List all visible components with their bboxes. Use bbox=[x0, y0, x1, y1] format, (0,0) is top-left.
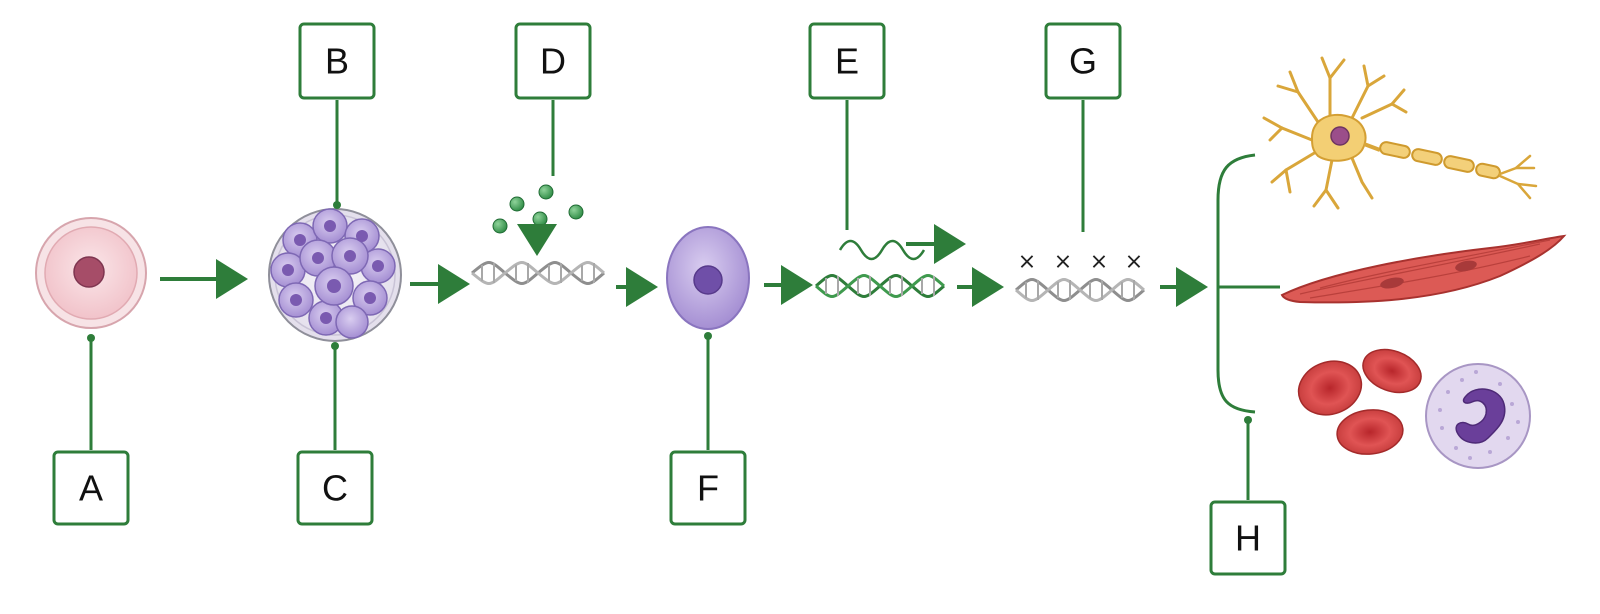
stem-cell-icon bbox=[666, 226, 750, 330]
red-blood-cell-icon bbox=[1297, 348, 1422, 455]
dna-icon bbox=[471, 261, 605, 285]
label-a[interactable]: A bbox=[52, 450, 130, 526]
silenced-marks: × × × × bbox=[1018, 250, 1143, 275]
neuron-icon bbox=[1262, 56, 1538, 210]
label-h-text: H bbox=[1235, 518, 1261, 559]
zygote-icon bbox=[35, 217, 147, 329]
label-a-text: A bbox=[79, 468, 103, 509]
rna-strand-icon bbox=[838, 239, 926, 261]
label-g[interactable]: G bbox=[1044, 22, 1122, 100]
label-h[interactable]: H bbox=[1209, 500, 1287, 576]
silence-mark-1: × bbox=[1018, 250, 1036, 275]
leader-dot-a bbox=[87, 334, 95, 342]
label-d-text: D bbox=[540, 41, 566, 82]
silence-mark-4: × bbox=[1125, 250, 1143, 275]
label-c-text: C bbox=[322, 468, 348, 509]
leader-dot-c bbox=[331, 342, 339, 350]
leader-dot-h bbox=[1244, 416, 1252, 424]
label-b[interactable]: B bbox=[298, 22, 376, 100]
silenced-dna-icon bbox=[1015, 278, 1145, 302]
label-c[interactable]: C bbox=[296, 450, 374, 526]
label-b-text: B bbox=[325, 41, 349, 82]
silence-mark-2: × bbox=[1054, 250, 1072, 275]
muscle-cell-icon bbox=[1280, 234, 1567, 304]
differentiation-bracket bbox=[1216, 153, 1280, 414]
active-dna-icon bbox=[815, 274, 945, 298]
label-f[interactable]: F bbox=[669, 450, 747, 526]
label-e[interactable]: E bbox=[808, 22, 886, 100]
molecule-spheres-icon bbox=[492, 184, 584, 234]
leader-dot-f bbox=[704, 332, 712, 340]
leader-dot-b bbox=[333, 201, 341, 209]
label-d[interactable]: D bbox=[514, 22, 592, 100]
label-f-text: F bbox=[697, 468, 719, 509]
white-blood-cell-icon bbox=[1425, 363, 1531, 469]
blastocyst-icon bbox=[268, 208, 402, 342]
label-g-text: G bbox=[1069, 41, 1097, 82]
silence-mark-3: × bbox=[1090, 250, 1108, 275]
label-e-text: E bbox=[835, 41, 859, 82]
